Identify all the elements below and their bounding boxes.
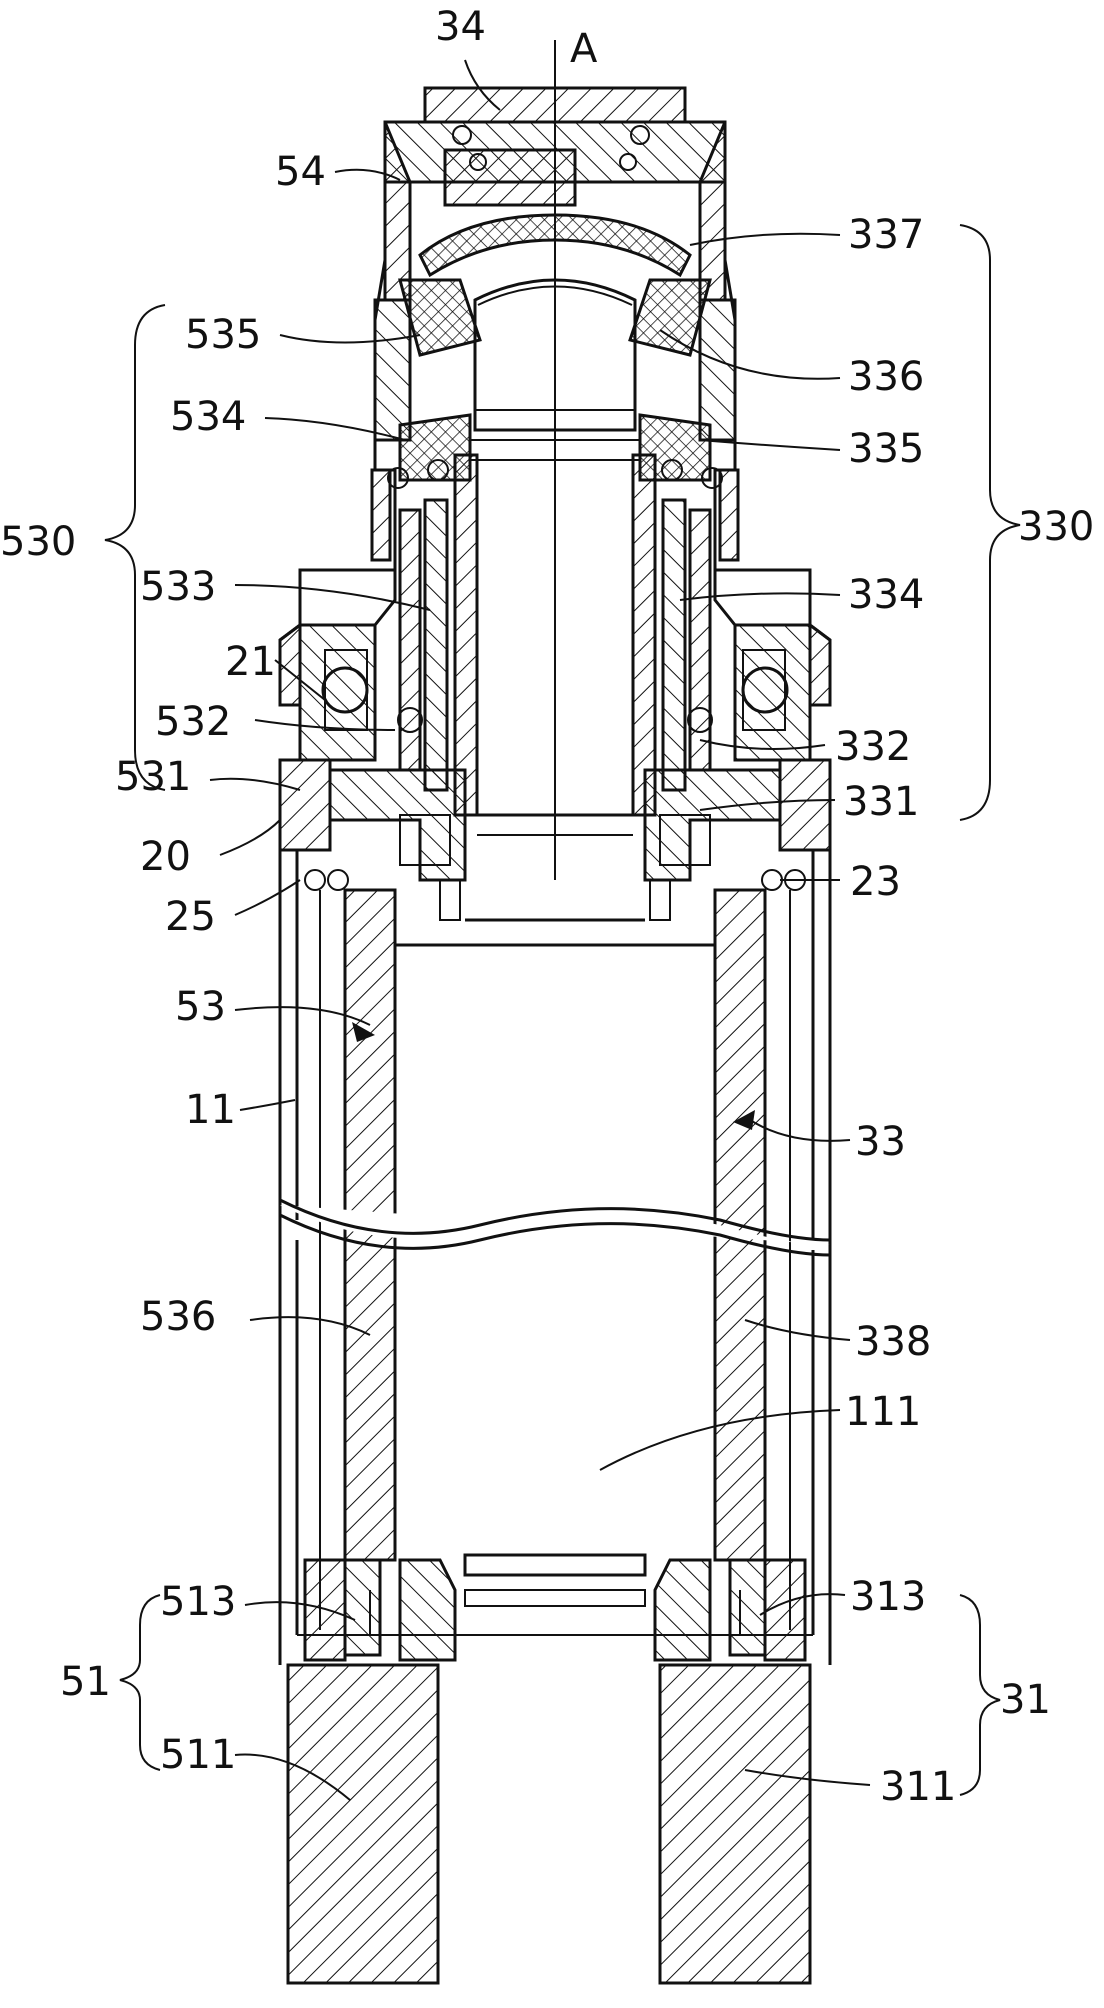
inner-shaft-sleeves bbox=[398, 453, 712, 836]
label-25: 25 bbox=[165, 894, 216, 940]
outer-tube bbox=[278, 850, 832, 1665]
label-532: 532 bbox=[155, 699, 231, 745]
label-53: 53 bbox=[175, 984, 226, 1030]
right-shaft-tube bbox=[713, 888, 791, 1630]
label-531: 531 bbox=[115, 754, 191, 800]
label-20: 20 bbox=[140, 834, 191, 880]
bottom-bridge bbox=[398, 1553, 712, 1662]
tube-break-line bbox=[279, 1198, 831, 1257]
brace-330 bbox=[959, 224, 1021, 821]
left-foot bbox=[286, 1663, 440, 1985]
arrowhead-53 bbox=[352, 1022, 375, 1042]
label-51: 51 bbox=[60, 1659, 111, 1705]
label-33: 33 bbox=[855, 1119, 906, 1165]
brace-530 bbox=[104, 304, 166, 791]
lower-flanges bbox=[278, 758, 832, 947]
label-31: 31 bbox=[1000, 1677, 1051, 1723]
label-511: 511 bbox=[160, 1732, 236, 1778]
brace-51 bbox=[119, 1594, 161, 1771]
label-311: 311 bbox=[880, 1764, 956, 1810]
label-313: 313 bbox=[850, 1574, 926, 1620]
label-535: 535 bbox=[185, 312, 261, 358]
label-513: 513 bbox=[160, 1579, 236, 1625]
label-21: 21 bbox=[225, 639, 276, 685]
right-foot bbox=[658, 1663, 812, 1985]
arrowhead-33 bbox=[733, 1110, 755, 1130]
label-11: 11 bbox=[185, 1087, 236, 1133]
label-337: 337 bbox=[848, 212, 924, 258]
label-530: 530 bbox=[0, 519, 76, 565]
label-34: 34 bbox=[435, 4, 486, 50]
body-frame bbox=[278, 568, 832, 762]
label-23: 23 bbox=[850, 859, 901, 905]
label-534: 534 bbox=[170, 394, 246, 440]
label-536: 536 bbox=[140, 1294, 216, 1340]
label-533: 533 bbox=[140, 564, 216, 610]
leader-lines bbox=[209, 59, 871, 1801]
left-shaft-tube bbox=[319, 888, 397, 1630]
axis-label-a: A bbox=[570, 26, 598, 72]
label-111: 111 bbox=[845, 1389, 921, 1435]
label-331: 331 bbox=[843, 779, 919, 825]
label-334: 334 bbox=[848, 572, 924, 618]
label-338: 338 bbox=[855, 1319, 931, 1365]
label-336: 336 bbox=[848, 354, 924, 400]
label-335: 335 bbox=[848, 426, 924, 472]
label-330: 330 bbox=[1018, 504, 1094, 550]
bevel-gear-assembly bbox=[398, 213, 712, 432]
lower-sleeves bbox=[303, 1558, 807, 1662]
brace-31 bbox=[959, 1594, 1001, 1796]
label-332: 332 bbox=[835, 724, 911, 770]
label-54: 54 bbox=[275, 149, 326, 195]
